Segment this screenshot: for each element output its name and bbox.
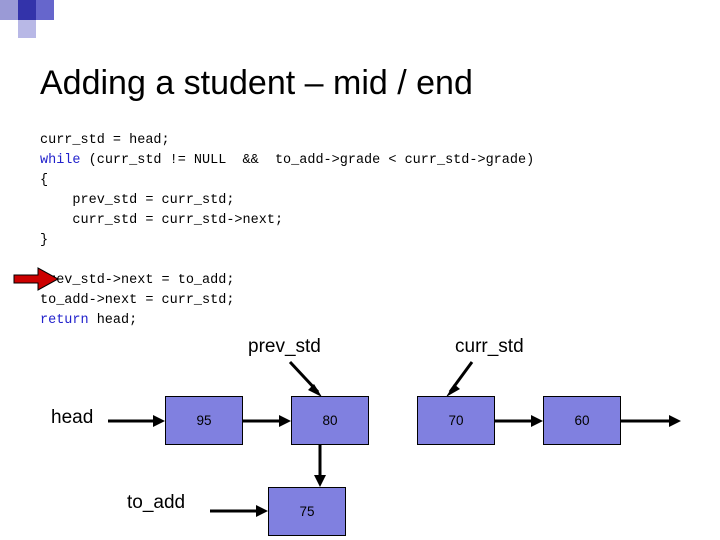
- deco-square-5: [18, 20, 36, 38]
- arrow-head-to-95: [108, 415, 165, 427]
- arrow-toadd-to-75: [210, 505, 268, 517]
- code-line: {: [40, 171, 534, 191]
- decorative-corner-squares: [0, 0, 90, 46]
- code-line: while (curr_std != NULL && to_add->grade…: [40, 151, 534, 171]
- arrow-95-to-80: [243, 415, 291, 427]
- arrow-70-to-60: [495, 415, 543, 427]
- code-text: }: [40, 233, 49, 248]
- node-box-80: 80: [291, 396, 369, 445]
- deco-square-3: [36, 0, 54, 20]
- label-curr-std: curr_std: [455, 336, 524, 357]
- code-line: curr_std = curr_std->next;: [40, 211, 534, 231]
- code-text: prev_std->next = to_add;: [40, 273, 235, 288]
- node-box-75: 75: [268, 487, 346, 536]
- code-line: return head;: [40, 311, 534, 331]
- code-keyword: return: [40, 313, 89, 328]
- code-text: curr_std = head;: [40, 133, 170, 148]
- node-box-95: 95: [165, 396, 243, 445]
- code-line: [40, 251, 534, 271]
- code-line: }: [40, 231, 534, 251]
- code-text: head;: [88, 313, 138, 328]
- code-block: curr_std = head; while (curr_std != NULL …: [40, 131, 534, 331]
- code-text: (curr_std != NULL && to_add->grade < cur…: [80, 153, 535, 168]
- deco-square-2: [18, 0, 36, 20]
- code-line: prev_std = curr_std;: [40, 191, 534, 211]
- node-box-70: 70: [417, 396, 495, 445]
- label-head: head: [51, 407, 94, 428]
- page-title: Adding a student – mid / end: [40, 64, 473, 102]
- code-text: prev_std = curr_std;: [40, 193, 235, 208]
- arrow-60-to-end: [621, 415, 681, 427]
- code-line: curr_std = head;: [40, 131, 534, 151]
- node-box-60: 60: [543, 396, 621, 445]
- prev-std-pointer-arrow: [288, 360, 322, 397]
- code-line: to_add->next = curr_std;: [40, 291, 534, 311]
- arrow-80-to-75: [314, 445, 326, 487]
- code-text: to_add->next = curr_std;: [40, 293, 235, 308]
- code-keyword: while: [40, 153, 81, 168]
- deco-square-1: [0, 0, 18, 20]
- code-line: prev_std->next = to_add;: [40, 271, 534, 291]
- curr-std-pointer-arrow: [446, 361, 474, 397]
- code-text: curr_std = curr_std->next;: [40, 213, 284, 228]
- label-to-add: to_add: [127, 492, 186, 513]
- code-text: {: [40, 173, 49, 188]
- label-prev-std: prev_std: [248, 336, 321, 357]
